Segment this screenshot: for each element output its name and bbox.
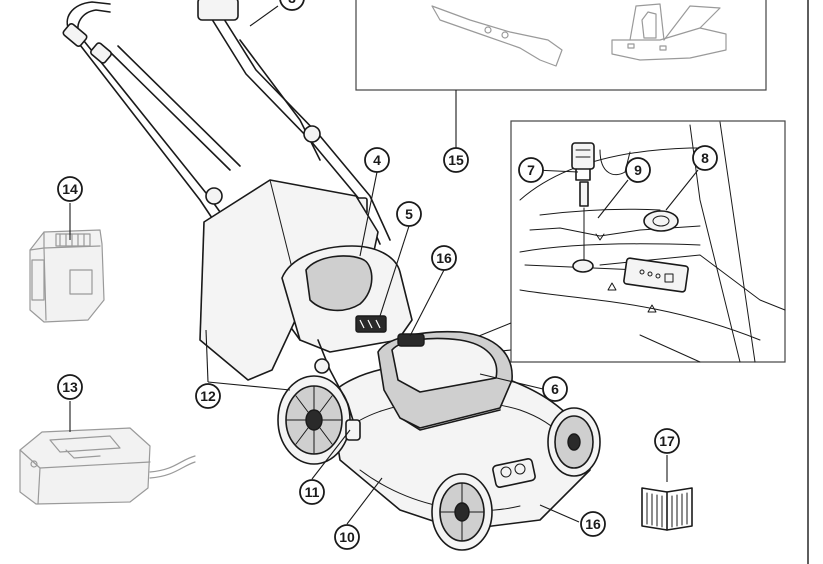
callout-17: 17 (654, 428, 680, 454)
mulch-plug-icon (611, 3, 727, 61)
battery-charger-illustration (19, 427, 196, 505)
svg-text:8: 8 (701, 150, 709, 166)
callout-14: 14 (57, 176, 83, 202)
svg-text:16: 16 (585, 516, 601, 532)
battery-pack-illustration (29, 229, 105, 323)
callout-16-top: 16 (431, 245, 457, 271)
callout-16-bottom: 16 (580, 511, 606, 537)
leader-lines (69, 5, 699, 525)
callout-10: 10 (334, 524, 360, 550)
lawn-mower-illustration (62, 0, 601, 551)
rear-right-wheel (547, 407, 601, 477)
callout-11: 11 (299, 479, 325, 505)
svg-text:13: 13 (62, 379, 78, 395)
rear-left-wheel (277, 375, 351, 465)
power-button-detail (643, 210, 679, 232)
svg-text:4: 4 (373, 152, 381, 168)
svg-text:3: 3 (288, 0, 296, 6)
callout-4: 4 (364, 147, 390, 173)
svg-text:16: 16 (436, 250, 452, 266)
key-detail-inset (510, 120, 786, 363)
callout-6: 6 (542, 376, 568, 402)
callout-12: 12 (195, 383, 221, 409)
svg-text:5: 5 (405, 206, 413, 222)
top-cover (305, 255, 373, 312)
svg-text:6: 6 (551, 381, 559, 397)
operator-manual-icon (641, 455, 693, 531)
cutting-height-lever (314, 339, 361, 441)
svg-text:9: 9 (634, 162, 642, 178)
accessory-inset-box (355, 0, 767, 148)
svg-text:17: 17 (659, 433, 675, 449)
svg-text:12: 12 (200, 388, 216, 404)
front-wheel (431, 473, 493, 551)
callout-5: 5 (396, 201, 422, 227)
safety-key-detail (571, 142, 595, 273)
callout-3: 3 (279, 0, 305, 11)
svg-text:15: 15 (448, 152, 464, 168)
svg-text:14: 14 (62, 181, 78, 197)
svg-text:7: 7 (527, 162, 535, 178)
mower-blade-icon (431, 5, 563, 67)
battery-level-indicator (355, 315, 387, 333)
svg-text:11: 11 (305, 484, 320, 500)
callout-7: 7 (518, 157, 544, 183)
callout-13: 13 (57, 374, 83, 400)
callout-15: 15 (443, 147, 469, 173)
svg-text:10: 10 (339, 529, 355, 545)
callout-9: 9 (625, 157, 651, 183)
callout-8: 8 (692, 145, 718, 171)
